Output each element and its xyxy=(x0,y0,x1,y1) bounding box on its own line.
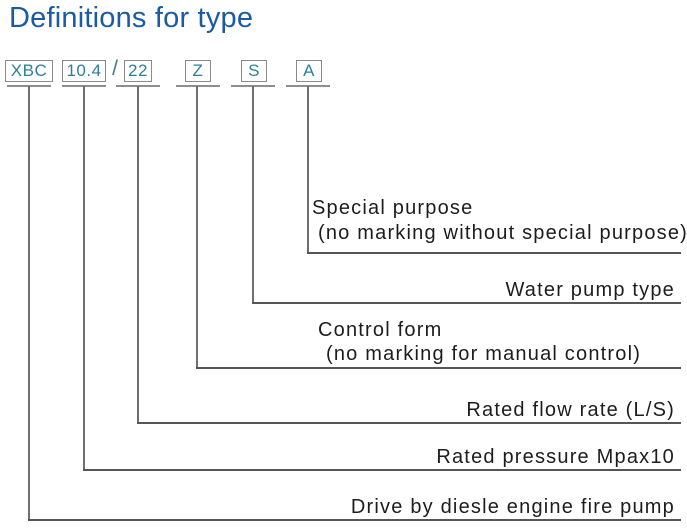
connector-vline-z xyxy=(196,86,198,369)
connector-vline-s xyxy=(252,86,254,304)
code-box-z: Z xyxy=(185,60,211,82)
code-separator-slash: / xyxy=(112,57,118,80)
label-control-form: Control form (no marking for manual cont… xyxy=(318,318,641,366)
label-special-purpose-line2: (no marking without special purpose) xyxy=(318,222,687,244)
definition-rule-pump-type xyxy=(252,302,681,304)
definition-rule-control-form xyxy=(196,367,681,369)
label-control-form-line1: Control form xyxy=(318,319,443,341)
code-box-10-4: 10.4 xyxy=(62,60,106,82)
label-special-purpose-line1: Special purpose xyxy=(312,197,474,219)
connector-vline-22 xyxy=(137,86,139,424)
definition-rule-flow-rate xyxy=(137,422,681,424)
connector-vline-xbc xyxy=(28,86,30,521)
definition-rule-special-purpose xyxy=(307,252,681,254)
code-box-22: 22 xyxy=(124,60,152,82)
definition-rule-drive xyxy=(28,519,681,521)
label-water-pump-type: Water pump type xyxy=(505,279,675,301)
label-control-form-line2: (no marking for manual control) xyxy=(326,343,642,365)
label-rated-flow-rate: Rated flow rate (L/S) xyxy=(466,399,675,421)
code-box-xbc: XBC xyxy=(5,60,53,82)
page-title: Definitions for type xyxy=(9,2,254,34)
label-drive-diesel-engine: Drive by diesle engine fire pump xyxy=(350,496,675,518)
label-rated-pressure: Rated pressure Mpax10 xyxy=(436,446,675,468)
connector-tbar-z xyxy=(176,85,220,87)
label-special-purpose: Special purpose (no marking without spec… xyxy=(312,196,687,246)
connector-vline-10-4 xyxy=(83,86,85,471)
connector-vline-a xyxy=(307,86,309,254)
code-box-a: A xyxy=(296,60,322,82)
code-box-s: S xyxy=(241,60,267,82)
definition-rule-pressure xyxy=(83,469,681,471)
